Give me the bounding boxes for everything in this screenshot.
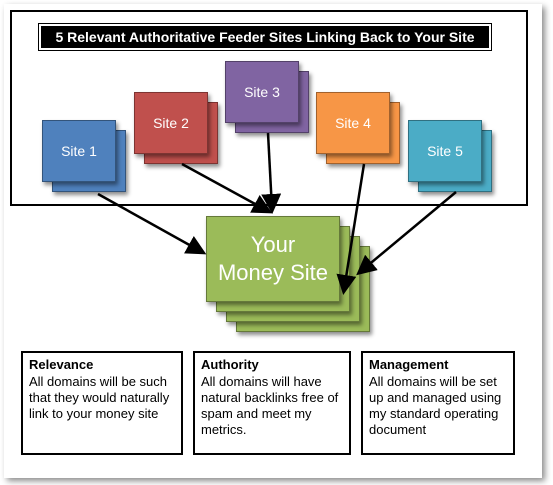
site-5-label: Site 5 (427, 143, 463, 159)
management-text: All domains will be set up and managed u… (369, 374, 502, 437)
money-site-line-1: Your (250, 232, 296, 257)
site-1-label: Site 1 (61, 143, 97, 159)
relevance-box: Relevance All domains will be such that … (21, 351, 183, 455)
relevance-heading: Relevance (29, 357, 94, 372)
arrow-site-3 (261, 132, 282, 214)
money-site-line-2: Money Site (217, 260, 329, 285)
money-site-card: Your Money Site (206, 216, 340, 302)
site-1-card: Site 1 (42, 120, 116, 182)
site-2-card: Site 2 (134, 92, 208, 154)
authority-box: Authority All domains will have natural … (193, 351, 351, 455)
relevance-text: All domains will be such that they would… (29, 374, 170, 421)
authority-text: All domains will have natural backlinks … (201, 374, 339, 437)
site-2-label: Site 2 (153, 115, 189, 131)
arrow-site-5 (356, 191, 457, 276)
arrow-site-4 (336, 163, 366, 295)
authority-heading: Authority (201, 357, 259, 372)
site-3-card: Site 3 (225, 61, 299, 123)
diagram-frame: 5 Relevant Authoritative Feeder Sites Li… (4, 4, 542, 478)
site-4-card: Site 4 (316, 92, 390, 154)
diagram-title: 5 Relevant Authoritative Feeder Sites Li… (38, 23, 492, 51)
arrow-site-2 (181, 162, 273, 214)
site-4-label: Site 4 (335, 115, 371, 131)
site-5-card: Site 5 (408, 120, 482, 182)
management-box: Management All domains will be set up an… (361, 351, 515, 455)
management-heading: Management (369, 357, 449, 372)
link-arrows (97, 132, 457, 295)
arrow-site-1 (97, 192, 207, 255)
site-3-label: Site 3 (244, 84, 280, 100)
